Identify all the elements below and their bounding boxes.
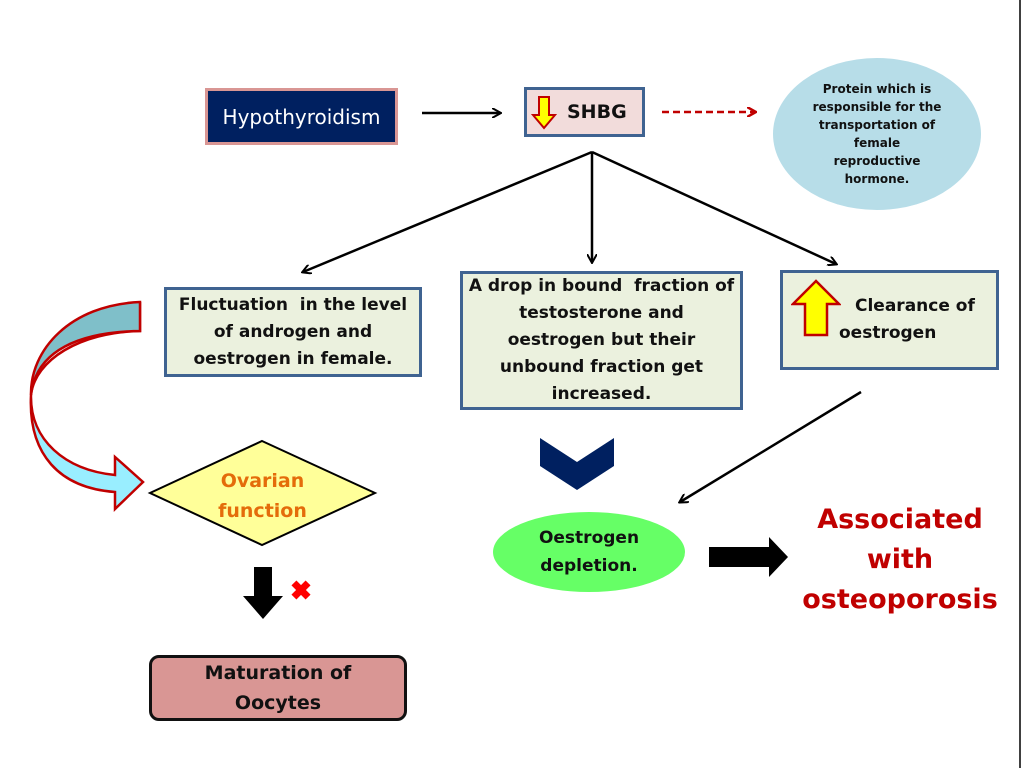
- ovarian-line: function: [218, 500, 307, 522]
- clearance-node: Clearance of oestrogen: [780, 270, 999, 370]
- bound-fraction-line: A drop in bound fraction of: [468, 276, 735, 296]
- hypothyroidism-label: Hypothyroidism: [222, 104, 381, 129]
- description-line: transportation of: [818, 118, 936, 132]
- arrow-shbg-to-clearance: [591, 150, 836, 264]
- description-line: hormone.: [844, 172, 910, 186]
- fluctuation-line: Fluctuation in the level: [178, 294, 408, 315]
- fluctuation-node: Fluctuation in the level of androgen and…: [164, 287, 422, 377]
- shbg-description-bubble: Protein which is responsible for the tra…: [773, 58, 981, 210]
- down-arrow-icon: [243, 567, 283, 619]
- decrease-arrow-icon: [531, 96, 557, 130]
- bound-fraction-line: unbound fraction get: [499, 357, 704, 377]
- shbg-label: SHBG: [567, 101, 627, 123]
- bound-fraction-node: A drop in bound fraction of testosterone…: [460, 271, 743, 410]
- oestrogen-depletion-node: Oestrogen depletion.: [493, 512, 685, 592]
- osteoporosis-line: with: [866, 544, 934, 575]
- arrow-clearance-to-depletion: [680, 390, 862, 502]
- depletion-line: depletion.: [540, 556, 638, 576]
- description-line: responsible for the: [812, 100, 942, 114]
- ovarian-line: Ovarian: [220, 470, 305, 492]
- increase-arrow-icon: [791, 279, 841, 337]
- clearance-line: Clearance of: [855, 296, 975, 316]
- arrow-shbg-to-fluctuation: [303, 150, 593, 272]
- description-line: reproductive: [833, 154, 921, 168]
- chevron-down-icon: [540, 438, 614, 490]
- fluctuation-line: of androgen and: [213, 321, 373, 342]
- bound-fraction-line: testosterone and: [519, 303, 684, 323]
- blocked-x-icon: [291, 580, 311, 600]
- bound-fraction-line: increased.: [551, 384, 652, 404]
- bound-fraction-line: oestrogen but their: [507, 330, 696, 350]
- hypothyroidism-node: Hypothyroidism: [205, 88, 398, 145]
- shbg-node: SHBG: [524, 87, 645, 137]
- curved-arrow-icon: [29, 300, 145, 512]
- osteoporosis-line: osteoporosis: [802, 584, 998, 615]
- maturation-line: Oocytes: [234, 692, 322, 714]
- description-line: Protein which is: [822, 82, 932, 96]
- fluctuation-line: oestrogen in female.: [193, 348, 393, 369]
- maturation-line: Maturation of: [204, 662, 352, 684]
- clearance-line: oestrogen: [839, 323, 937, 343]
- right-arrow-icon: [709, 537, 788, 577]
- ovarian-function-node: Ovarian function: [150, 445, 375, 547]
- osteoporosis-line: Associated: [817, 504, 983, 535]
- maturation-node: Maturation of Oocytes: [149, 655, 407, 721]
- description-line: female: [853, 136, 901, 150]
- osteoporosis-node: Associated with osteoporosis: [800, 500, 1000, 620]
- depletion-line: Oestrogen: [538, 528, 640, 548]
- ovarian-function-diamond: [147, 439, 378, 547]
